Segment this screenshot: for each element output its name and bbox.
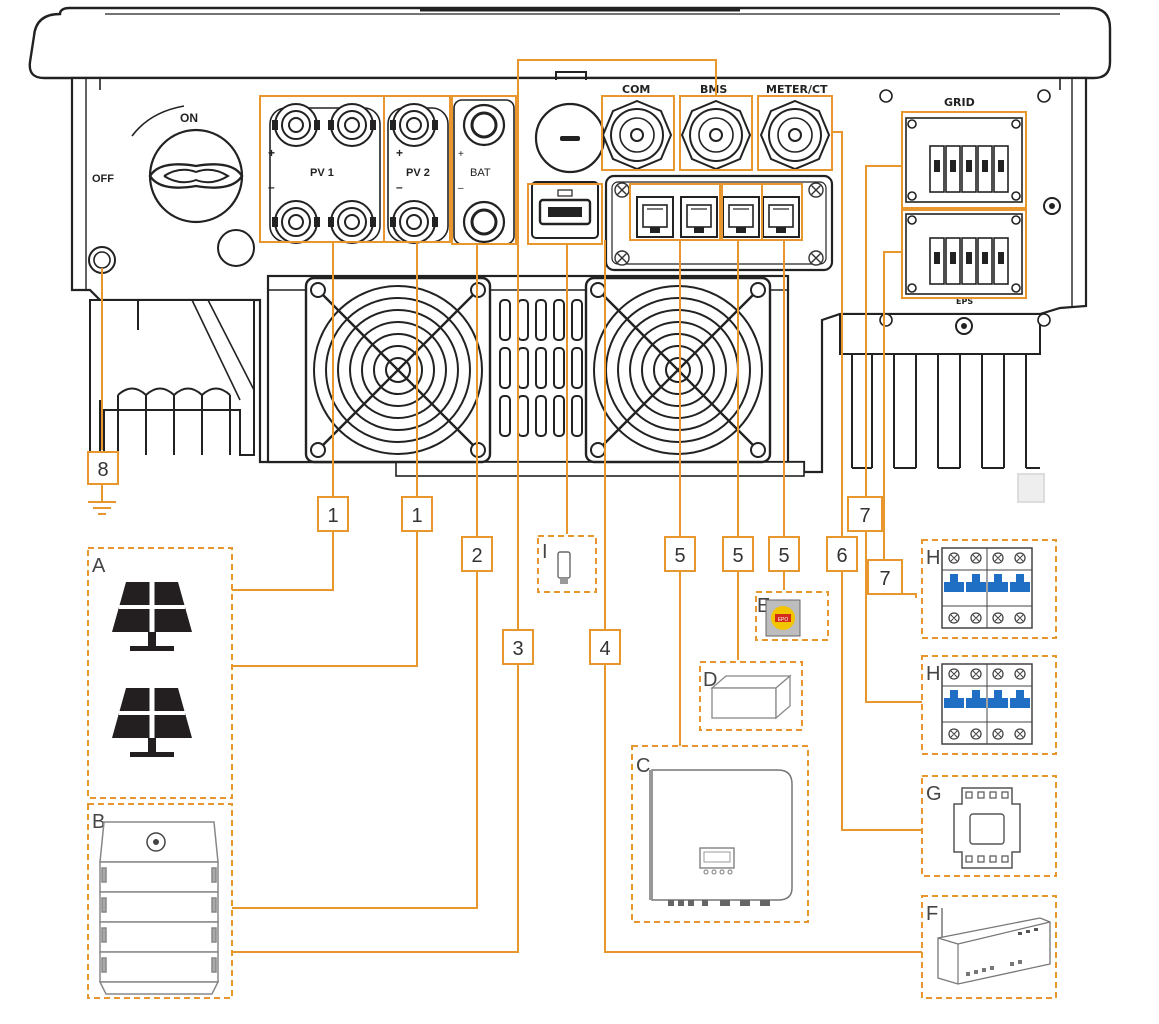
pv2-minus: – <box>396 180 403 194</box>
solar-panel-icon <box>112 582 192 651</box>
callout-1-pv2: 1 <box>401 496 433 532</box>
right-heatsink <box>839 313 1045 503</box>
device-boxes <box>87 535 1057 999</box>
callout-4: 4 <box>589 629 621 665</box>
com-gland <box>602 100 672 170</box>
device-g-meter: G <box>926 783 1021 869</box>
device-e-epo: E EPO <box>757 595 801 637</box>
device-b-label: B <box>92 811 105 833</box>
callout-3: 3 <box>502 629 534 665</box>
usb-dongle-icon <box>557 551 571 579</box>
usb-port <box>531 181 599 239</box>
inverter-lid <box>28 6 1112 80</box>
pv1-plus: + <box>268 146 275 160</box>
device-i-label: I <box>542 541 548 563</box>
pv1-minus: – <box>268 180 275 194</box>
switch-on-label: ON <box>180 111 198 125</box>
callout-7-eps: 7 <box>867 559 903 595</box>
callout-5-d: 5 <box>722 536 754 572</box>
svg-text:5: 5 <box>674 545 685 567</box>
callout-2: 2 <box>461 536 493 572</box>
device-i-dongle: I <box>542 541 571 584</box>
svg-text:1: 1 <box>411 505 422 527</box>
device-g-label: G <box>926 783 942 805</box>
svg-text:5: 5 <box>778 545 789 567</box>
svg-text:2: 2 <box>471 545 482 567</box>
device-h-breaker-2: H <box>926 663 1033 745</box>
switch-off-label: OFF <box>92 173 114 185</box>
svg-text:3: 3 <box>512 638 523 660</box>
meter-label: METER/CT <box>766 83 828 96</box>
bms-gland <box>681 100 751 170</box>
svg-text:EPO: EPO <box>778 617 789 623</box>
device-a-label: A <box>92 555 106 577</box>
device-h-breaker-1: H <box>926 547 1033 629</box>
svg-text:8: 8 <box>97 459 108 481</box>
bat-plus: + <box>458 149 464 160</box>
device-b-battery: B <box>92 811 220 995</box>
meter-gland <box>760 100 830 170</box>
device-a-solar: A <box>92 555 192 757</box>
inverter: ON OFF + – PV 1 + – PV 2 <box>28 6 1112 503</box>
callout-7-grid: 7 <box>847 496 883 532</box>
svg-text:7: 7 <box>879 568 890 590</box>
svg-text:5: 5 <box>732 545 743 567</box>
callout-8: 8 <box>87 451 119 485</box>
callout-5-e: 5 <box>768 536 800 572</box>
svg-text:1: 1 <box>327 505 338 527</box>
com-label: COM <box>622 83 650 96</box>
left-heatsink <box>89 299 255 456</box>
cable-gland-small <box>217 229 255 267</box>
solar-panel-icon <box>112 688 192 757</box>
callout-1-pv1: 1 <box>317 496 349 532</box>
device-d-label: D <box>703 669 717 691</box>
bms-label: BMS <box>700 83 727 96</box>
svg-text:7: 7 <box>859 505 870 527</box>
bat-label: BAT <box>470 167 491 179</box>
ac-terminals: GRID EPS <box>879 89 1061 335</box>
battery-connectors: + – BAT <box>453 99 515 245</box>
vent-slots <box>499 299 583 437</box>
wiring-lines <box>101 59 922 953</box>
pv-connectors: + – PV 1 + – PV 2 <box>268 103 449 244</box>
pv2-plus: + <box>396 146 403 160</box>
device-c-label: C <box>636 755 650 777</box>
device-h-label: H <box>926 663 940 685</box>
pv2-label: PV 2 <box>406 167 430 179</box>
dc-switch: ON OFF <box>92 105 244 224</box>
device-c-inverter: C <box>636 755 793 906</box>
svg-text:4: 4 <box>599 638 610 660</box>
callout-boxes: 8 1 1 2 3 4 5 5 <box>87 451 903 665</box>
highlight-boxes <box>259 95 1027 299</box>
device-h-label: H <box>926 547 940 569</box>
callout-6: 6 <box>826 536 858 572</box>
device-d-box: D <box>703 669 792 720</box>
device-f-label: F <box>926 903 938 925</box>
bat-minus: – <box>458 183 464 194</box>
eps-label: EPS <box>956 297 973 306</box>
callout-5-c: 5 <box>664 536 696 572</box>
device-f-datalogger: F <box>926 903 1051 985</box>
grid-label: GRID <box>944 96 975 109</box>
pv1-label: PV 1 <box>310 167 334 179</box>
ground-symbol <box>88 484 116 515</box>
fan-right <box>584 276 772 464</box>
svg-text:6: 6 <box>836 545 847 567</box>
